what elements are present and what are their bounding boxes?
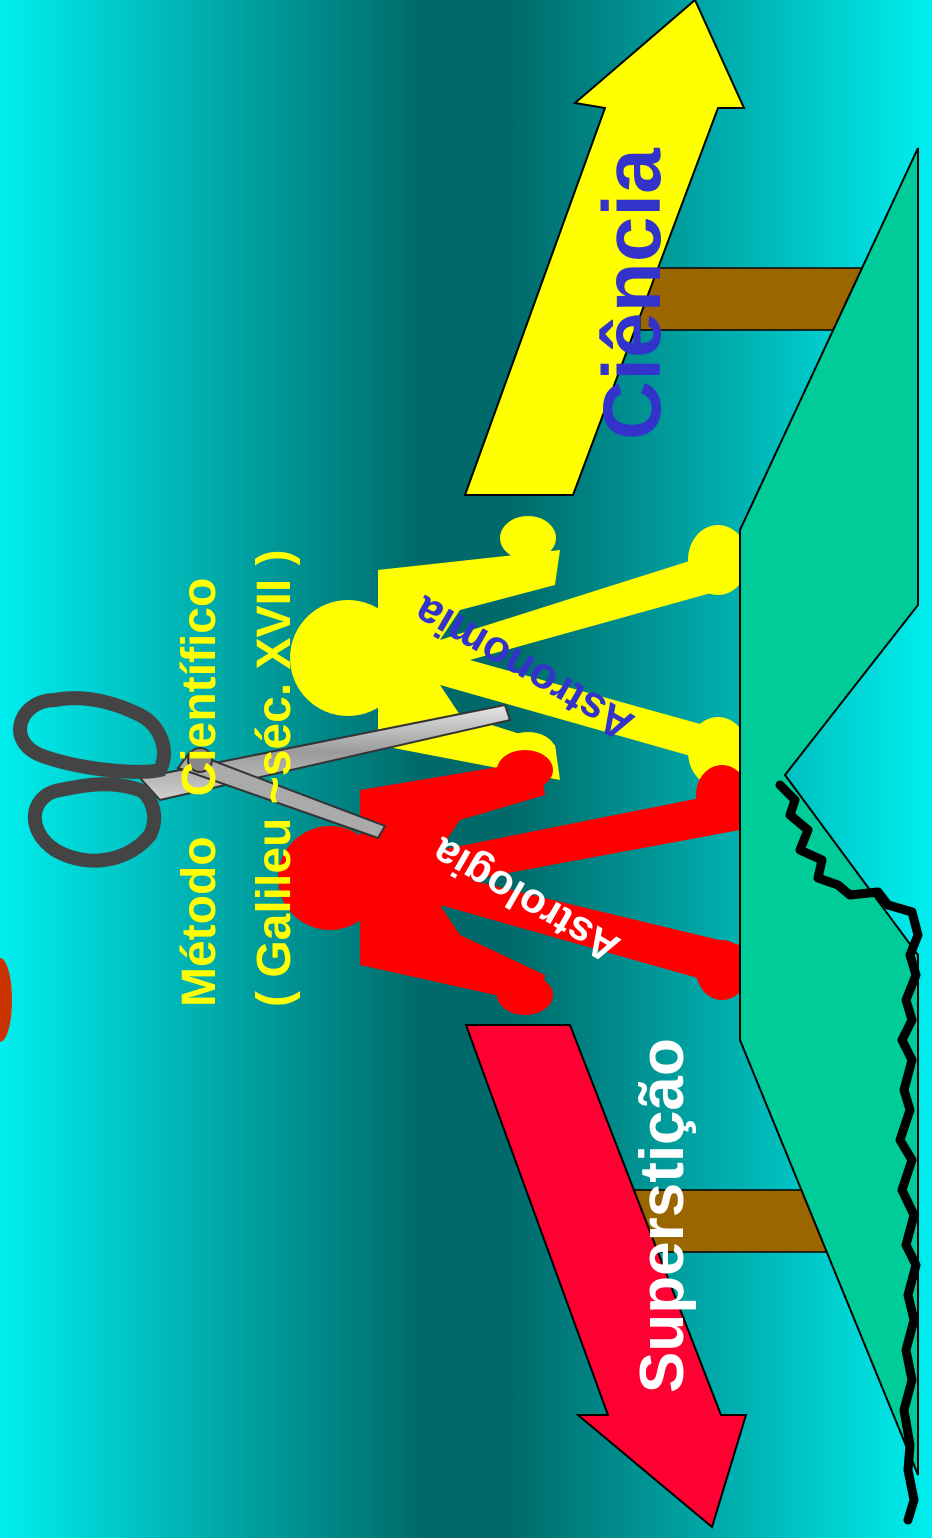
science-label: Ciência [587, 147, 678, 440]
superstition-label: Superstição [628, 1038, 697, 1393]
method-line2: ( Galileu ~séc. XVII ) [248, 549, 301, 1007]
method-line1: Método Científico [173, 578, 226, 1007]
